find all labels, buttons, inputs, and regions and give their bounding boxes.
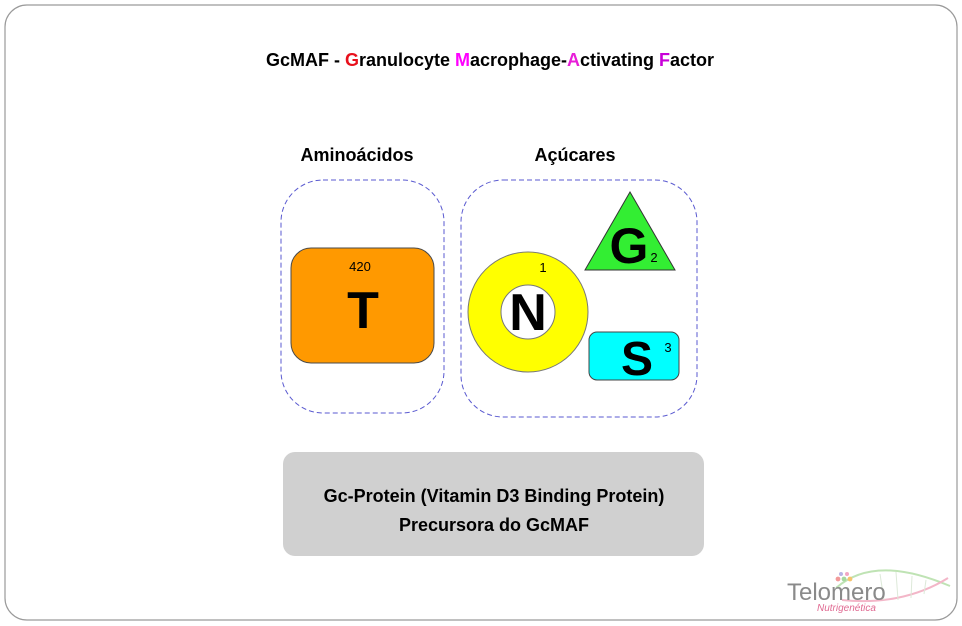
sugar-g-index: 2 [650, 250, 657, 265]
logo-dot [841, 576, 847, 582]
sugar-s-letter: S [621, 333, 653, 386]
residue-box [290, 247, 435, 364]
residue-position: 420 [349, 259, 371, 274]
title-word-macrophage: acrophage- [470, 50, 567, 70]
sugars-label: Açúcares [534, 145, 615, 165]
precursor-line-1: Gc-Protein (Vitamin D3 Binding Protein) [324, 486, 665, 506]
aminoacids-group [280, 179, 445, 414]
precursor-line-2: Precursora do GcMAF [399, 515, 589, 535]
aminoacids-label: Aminoácidos [300, 145, 413, 165]
sugar-s-box [588, 331, 680, 381]
precursor-box: Gc-Protein (Vitamin D3 Binding Protein) … [283, 452, 704, 556]
title-word-factor: actor [670, 50, 714, 70]
sugar-s: S 3 [588, 331, 680, 386]
logo-swoosh-pink [841, 577, 949, 603]
sugar-n-index: 1 [539, 260, 546, 275]
sugar-g: G 2 [584, 190, 676, 274]
sugars-group [460, 179, 698, 418]
logo-tagline: Nutrigenética [817, 603, 876, 614]
title-initial-f: F [659, 50, 670, 70]
telomero-logo: Telomero Nutrigenética [787, 569, 951, 614]
title-initial-m: M [455, 50, 470, 70]
logo-dot [839, 572, 843, 576]
residue-threonine: 420 T [290, 247, 435, 364]
title-initial-g: G [345, 50, 359, 70]
sugar-n: 1 N [467, 251, 589, 373]
residue-letter: T [347, 282, 379, 340]
title-word-activating: ctivating [580, 50, 659, 70]
logo-dot [845, 572, 849, 576]
title-initial-a: A [567, 50, 580, 70]
logo-swoosh-green [835, 569, 951, 589]
sugar-g-letter: G [610, 218, 649, 274]
page-title: GcMAF - Granulocyte Macrophage-Activatin… [266, 50, 714, 70]
precursor-background [283, 452, 704, 556]
logo-name: Telomero [787, 579, 886, 606]
sugar-n-core [500, 284, 556, 340]
logo-dna-rungs [879, 571, 927, 601]
title-acronym: GcMAF - [266, 50, 345, 70]
logo-dot [847, 576, 853, 582]
sugar-s-index: 3 [664, 340, 671, 355]
title-word-granulocyte: ranulocyte [359, 50, 455, 70]
sugar-n-letter: N [509, 284, 547, 342]
sugar-g-triangle [584, 190, 676, 271]
logo-dot [835, 576, 841, 582]
